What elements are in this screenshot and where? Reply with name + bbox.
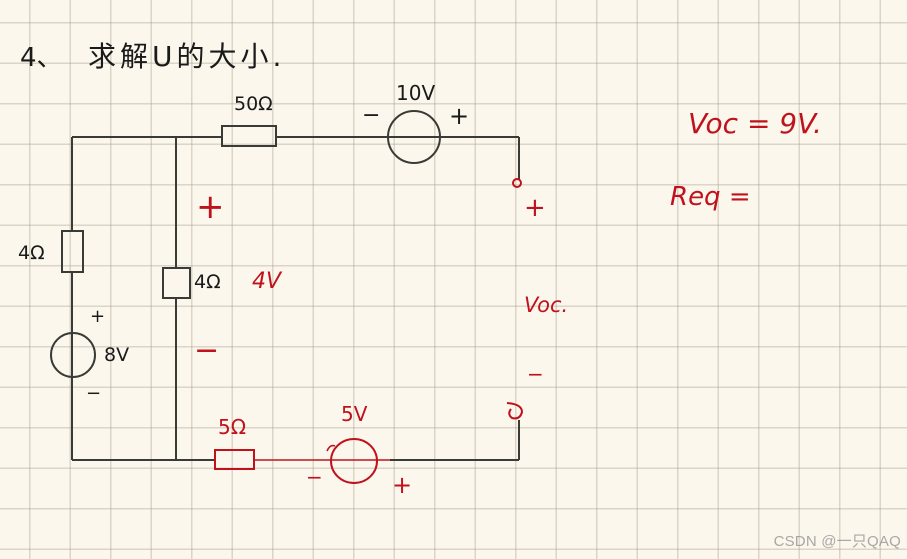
- middle-resistor-minus: −: [194, 333, 219, 368]
- terminal-minus: −: [527, 362, 544, 386]
- top-source-minus: −: [362, 103, 380, 128]
- top-source-plus: +: [449, 102, 469, 130]
- middle-resistor: [162, 267, 191, 299]
- watermark: CSDN @一只QAQ: [773, 533, 901, 550]
- left-resistor-label: 4Ω: [18, 242, 45, 264]
- terminal-plus: +: [524, 193, 546, 223]
- problem-number: 4、: [20, 43, 63, 73]
- bottom-source-plus: +: [392, 471, 412, 499]
- bottom-resistor-label: 5Ω: [218, 415, 246, 439]
- left-source-plus: +: [90, 306, 105, 327]
- bottom-source-label: 5V: [341, 402, 368, 426]
- left-source-minus: −: [86, 383, 101, 404]
- terminal-bottom: [506, 402, 524, 420]
- bottom-resistor: [214, 449, 255, 470]
- left-resistor: [61, 230, 84, 273]
- left-voltage-source: [50, 332, 96, 378]
- top-resistor-label: 50Ω: [234, 93, 273, 115]
- circuit-wires: [71, 136, 520, 461]
- terminal-top: [512, 178, 522, 188]
- middle-resistor-plus: +: [196, 187, 225, 227]
- terminal-voltage-label: Voc.: [524, 293, 568, 317]
- middle-resistor-label: 4Ω: [194, 271, 221, 293]
- bottom-source-minus: −: [306, 465, 323, 489]
- problem-title: 求解U的大小.: [88, 40, 285, 73]
- top-resistor: [221, 125, 277, 147]
- req-result: Req =: [670, 182, 751, 212]
- left-source-label: 8V: [104, 344, 129, 366]
- middle-resistor-voltage: 4V: [252, 269, 283, 294]
- bottom-voltage-source: [330, 438, 378, 484]
- voc-result: Voc = 9V.: [688, 107, 822, 140]
- top-source-label: 10V: [396, 81, 435, 105]
